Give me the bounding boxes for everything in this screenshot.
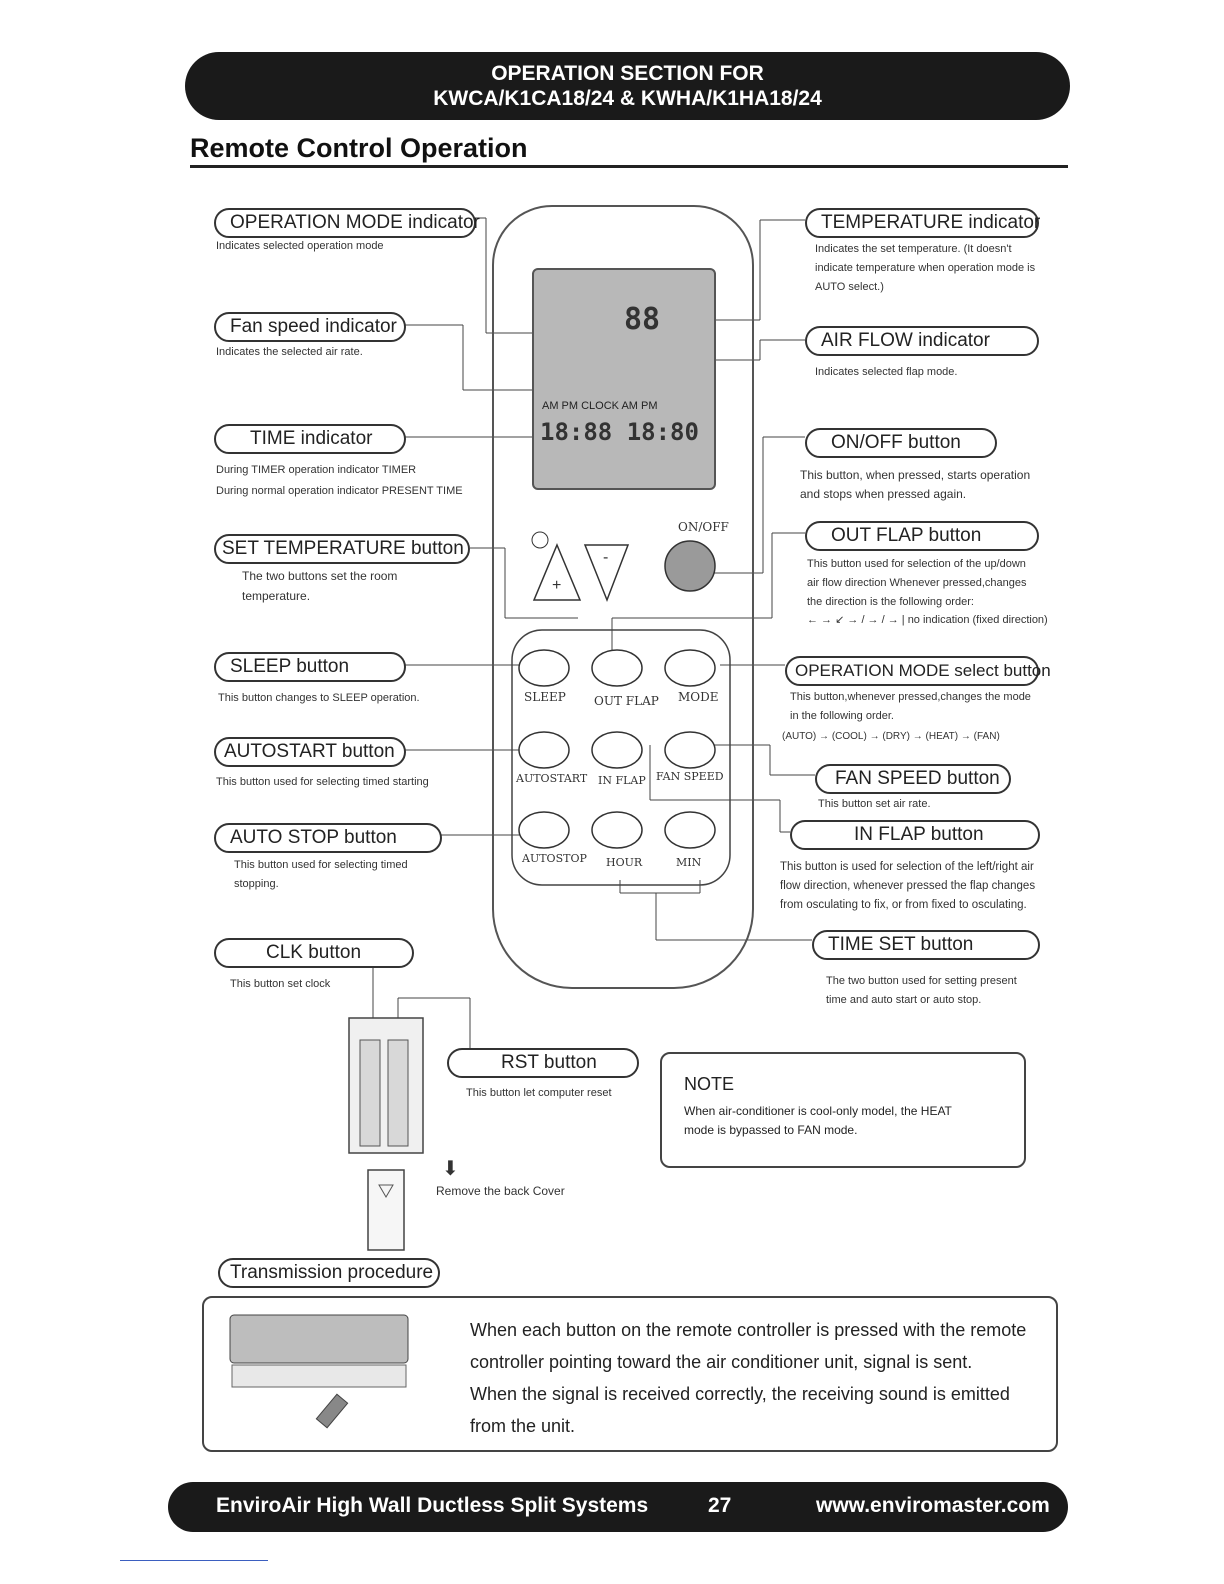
desc-time-indicator-1: During TIMER operation indicator TIMER — [216, 464, 417, 476]
lcd-temperature: 88 — [624, 302, 661, 337]
transmission-box: When each button on the remote controlle… — [202, 1296, 1058, 1452]
btn-label-out-flap: OUT FLAP — [594, 694, 659, 708]
desc-set-temperature-button: The two buttons set the room temperature… — [242, 569, 398, 603]
desc-autostop-button: This button used for selecting timed sto… — [234, 859, 408, 890]
desc-clk-button: This button set clock — [230, 978, 331, 990]
footer-url[interactable]: www.enviromaster.com — [816, 1494, 1050, 1517]
transmission-line-2: controller pointing toward the air condi… — [470, 1352, 973, 1372]
footer-banner: EnviroAir High Wall Ductless Split Syste… — [168, 1482, 1068, 1532]
callout-operation-mode-indicator: OPERATION MODE indicator — [214, 208, 480, 238]
callout-clk-button: CLK button — [214, 938, 414, 968]
callout-temperature-indicator: TEMPERATURE indicator — [805, 208, 1040, 238]
desc-operation-mode-order: (AUTO) → (COOL) → (DRY) → (HEAT) → (FAN) — [782, 731, 1000, 742]
desc-temperature-indicator: Indicates the set temperature. (It doesn… — [815, 243, 1036, 293]
btn-label-hour: HOUR — [606, 856, 643, 869]
callout-autostart-button: AUTOSTART button — [214, 737, 406, 767]
title-rule — [190, 165, 1068, 168]
desc-in-flap-button: This button is used for selection of the… — [780, 861, 1036, 911]
callout-fan-speed-indicator: Fan speed indicator — [214, 312, 406, 342]
desc-out-flap-order: ← → ↙ → / → / → | no indication (fixed d… — [807, 614, 1048, 626]
callout-transmission-procedure: Transmission procedure — [218, 1258, 440, 1288]
callout-operation-mode-select-button: OPERATION MODE select button — [785, 656, 1051, 686]
btn-label-sleep: SLEEP — [524, 690, 566, 704]
desc-autostart-button: This button used for selecting timed sta… — [216, 776, 429, 788]
section-title: Remote Control Operation — [190, 133, 528, 163]
remove-cover-label: Remove the back Cover — [436, 1184, 565, 1198]
footer-product: EnviroAir High Wall Ductless Split Syste… — [216, 1494, 649, 1517]
note-title: NOTE — [684, 1074, 735, 1094]
btn-label-in-flap: IN FLAP — [598, 774, 646, 787]
desc-operation-mode-select-button: This button,whenever pressed,changes the… — [790, 691, 1031, 722]
callout-rst-button: RST button — [447, 1048, 639, 1078]
lcd-time: 18:88 18:80 — [540, 418, 699, 446]
desc-rst-button: This button let computer reset — [466, 1087, 612, 1099]
btn-label-fan-speed: FAN SPEED — [656, 770, 724, 783]
header-line1: OPERATION SECTION FOR — [491, 62, 764, 85]
lcd-screen: 88 AM PM CLOCK AM PM 18:88 18:80 — [532, 268, 716, 490]
lcd-clock-labels: AM PM CLOCK AM PM — [542, 400, 658, 412]
btn-label-min: MIN — [676, 856, 702, 869]
header-line2: KWCA/K1CA18/24 & KWHA/K1HA18/24 — [433, 87, 822, 110]
transmission-line-1: When each button on the remote controlle… — [470, 1320, 1027, 1340]
svg-text:-: - — [603, 549, 608, 566]
desc-time-set-button: The two button used for setting present … — [826, 975, 1017, 1006]
note-text: When air-conditioner is cool-only model,… — [684, 1104, 952, 1137]
transmission-line-3: When the signal is received correctly, t… — [470, 1384, 1010, 1404]
desc-fan-speed-indicator: Indicates the selected air rate. — [216, 346, 363, 358]
on-off-label: ON/OFF — [678, 520, 729, 534]
desc-operation-mode-indicator: Indicates selected operation mode — [216, 240, 384, 252]
desc-out-flap-button: This button used for selection of the up… — [807, 558, 1027, 608]
transmission-line-4: from the unit. — [470, 1416, 576, 1436]
desc-air-flow-indicator: Indicates selected flap mode. — [815, 366, 958, 378]
callout-set-temperature-button: SET TEMPERATURE button — [214, 534, 470, 564]
desc-on-off-button: This button, when pressed, starts operat… — [800, 468, 1031, 501]
callout-fan-speed-button: FAN SPEED button — [815, 764, 1011, 794]
callout-autostop-button: AUTO STOP button — [214, 823, 442, 853]
desc-sleep-button: This button changes to SLEEP operation. — [218, 692, 420, 704]
desc-time-indicator-2: During normal operation indicator PRESEN… — [216, 485, 463, 497]
svg-text:+: + — [552, 577, 561, 594]
note-box: NOTE When air-conditioner is cool-only m… — [660, 1052, 1026, 1168]
btn-label-autostop: AUTOSTOP — [522, 852, 587, 865]
callout-out-flap-button: OUT FLAP button — [805, 521, 1039, 551]
callout-on-off-button: ON/OFF button — [805, 428, 997, 458]
callout-time-set-button: TIME SET button — [812, 930, 1040, 960]
btn-label-mode: MODE — [678, 690, 719, 704]
footnote-rule — [120, 1560, 268, 1561]
callout-sleep-button: SLEEP button — [214, 652, 406, 682]
desc-fan-speed-button: This button set air rate. — [818, 798, 931, 810]
callout-time-indicator: TIME indicator — [214, 424, 406, 454]
svg-text:⬇: ⬇ — [442, 1158, 459, 1180]
footer-page-number: 27 — [708, 1494, 732, 1517]
header-banner: OPERATION SECTION FOR KWCA/K1CA18/24 & K… — [185, 52, 1070, 120]
btn-label-autostart: AUTOSTART — [516, 772, 588, 785]
callout-in-flap-button: IN FLAP button — [790, 820, 1040, 850]
remote-body — [492, 205, 754, 989]
callout-air-flow-indicator: AIR FLOW indicator — [805, 326, 1039, 356]
